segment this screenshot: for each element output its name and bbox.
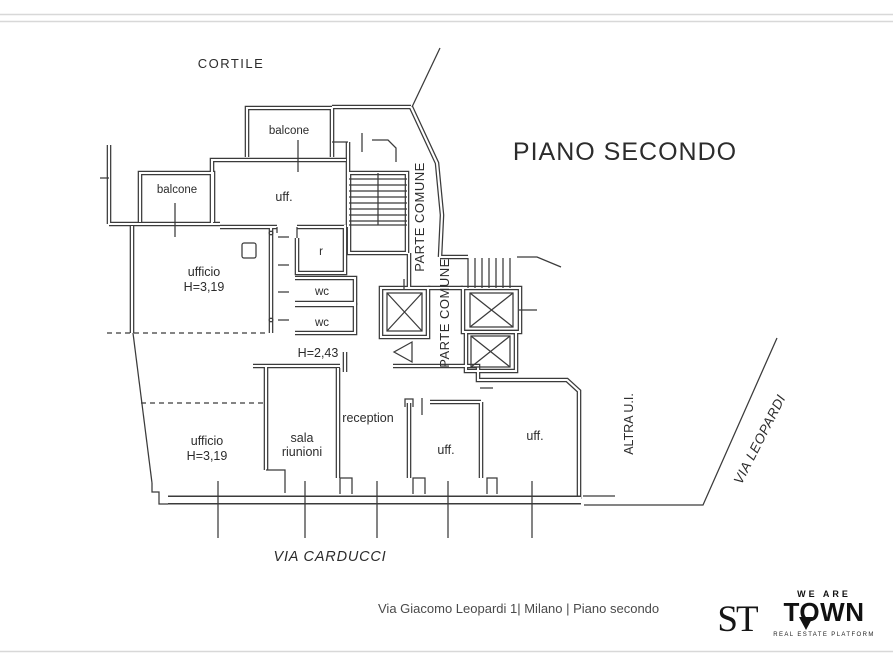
office-right-door-pillar	[486, 477, 498, 494]
plan-line	[386, 292, 423, 332]
storage-label: r	[319, 246, 323, 258]
plan-title: PIANO SECONDO	[513, 138, 737, 166]
reception-label: reception	[342, 411, 393, 425]
facade-left-step	[151, 483, 168, 505]
altra-ui-label: ALTRA U.I.	[622, 393, 636, 455]
plan-line	[295, 303, 357, 335]
office-mid-label: uff.	[437, 443, 454, 457]
plan-line	[210, 158, 346, 224]
street-boundary	[584, 337, 778, 506]
town-logo-tagline: REAL ESTATE PLATFORM	[773, 632, 874, 638]
door-swing-symbol	[392, 340, 413, 364]
entry-landing-wall	[372, 139, 397, 162]
plan-line	[470, 335, 511, 368]
reception-door-pillar	[339, 477, 353, 494]
facade-window-ticks	[217, 481, 533, 538]
meeting-room-label-1: sala	[291, 431, 314, 445]
town-logo: WE ARE TOWN REAL ESTATE PLATFORM	[773, 589, 874, 638]
plan-line	[393, 364, 581, 499]
town-logo-top: WE ARE	[797, 589, 851, 599]
plan-line	[386, 292, 423, 332]
office-left-name: ufficio	[188, 265, 220, 279]
meeting-room-label-2: riunioni	[282, 445, 322, 459]
plan-line	[347, 171, 409, 255]
plan-line	[469, 292, 514, 328]
town-pin-icon	[799, 617, 813, 630]
plan-line	[379, 286, 430, 339]
plan-line	[138, 171, 215, 222]
office-bottom-name: ufficio	[191, 434, 223, 448]
plan-line	[464, 330, 518, 373]
stairs2-roof-cut	[517, 256, 562, 268]
via-carducci-label: VIA CARDUCCI	[274, 549, 387, 565]
office-top-label: uff.	[275, 190, 292, 204]
hinge-dot-2	[268, 317, 274, 323]
wc-lower-label: wc	[314, 317, 329, 329]
plan-line	[469, 292, 514, 328]
pillar-square	[241, 242, 257, 259]
door-leaf-ticks	[278, 236, 289, 321]
st-logo-text: ST	[717, 599, 758, 640]
plan-thin-lines	[100, 47, 778, 538]
wc-upper-label: wc	[314, 286, 329, 298]
balcony-top-label: balcone	[269, 125, 309, 137]
town-logo-name: TOWN	[784, 597, 865, 627]
parte-comune-2-label: PARTE COMUNE	[437, 258, 452, 368]
office-mid-door-pillar	[412, 477, 426, 494]
balcony-left-box	[137, 170, 216, 222]
corridor-south-and-east-wall	[393, 363, 582, 499]
cortile-label: CORTILE	[198, 56, 265, 71]
elevator-1-cab	[386, 279, 423, 332]
stairs-secondary-treads	[467, 256, 562, 288]
hinge-dot-1	[268, 230, 274, 236]
corridor-height-label: H=2,43	[298, 346, 339, 360]
plan-line	[295, 225, 347, 275]
north-boundary-diagonal	[411, 47, 441, 108]
stairs-main-treads	[349, 173, 407, 226]
plan-walls-centre	[107, 105, 581, 499]
st-logo: ST	[717, 599, 760, 640]
via-leopardi-label: VIA LEOPARDI	[731, 392, 789, 486]
elevator-3-cab	[470, 335, 511, 368]
office-left-height: H=3,19	[184, 280, 225, 294]
plan-line	[470, 335, 511, 368]
plan-dashed-lines	[107, 332, 265, 404]
plan-line	[295, 276, 357, 305]
plan-line	[410, 106, 444, 258]
office-bottom-height: H=3,19	[187, 449, 228, 463]
plan-line	[245, 106, 334, 157]
plan-line	[461, 286, 522, 334]
elevator-2-cab	[469, 292, 537, 328]
reception-wall-cap	[404, 398, 414, 407]
plan-line	[467, 258, 511, 288]
parte-comune-1-label: PARTE COMUNE	[412, 162, 427, 272]
office-right-label: uff.	[526, 429, 543, 443]
plan-line	[217, 481, 533, 538]
meeting-room-door-pillar	[266, 469, 286, 493]
page-rules	[0, 13, 893, 653]
balcony-left-label: balcone	[157, 184, 197, 196]
west-slanted-wall	[132, 332, 153, 484]
footer-caption: Via Giacomo Leopardi 1| Milano | Piano s…	[378, 601, 659, 616]
